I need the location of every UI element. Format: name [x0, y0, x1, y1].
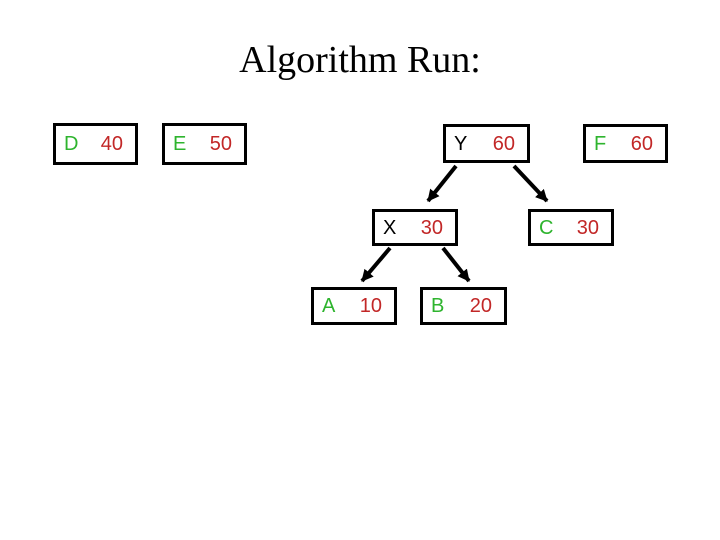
node-value: 10 [359, 295, 382, 317]
node-value: 60 [492, 132, 515, 155]
edge-X-A [360, 246, 392, 283]
node-letter: B [431, 295, 445, 317]
node-value: 50 [209, 133, 232, 155]
slide-title: Algorithm Run: [239, 39, 481, 81]
node-letter: D [64, 133, 79, 155]
tree-node-A: A 10 [311, 287, 397, 325]
edge-Y-X [426, 164, 458, 203]
node-letter: F [594, 132, 607, 155]
node-value: 20 [469, 295, 492, 317]
node-letter: C [539, 216, 554, 239]
node-letter: E [173, 133, 187, 155]
node-value: 30 [576, 216, 599, 239]
node-letter: Y [454, 132, 468, 155]
tree-node-D: D 40 [53, 123, 138, 165]
tree-node-B: B 20 [420, 287, 507, 325]
node-value: 60 [630, 132, 653, 155]
edge-Y-C [512, 164, 549, 203]
node-value: 30 [420, 216, 443, 239]
node-letter: X [383, 216, 397, 239]
node-value: 40 [100, 133, 123, 155]
tree-node-E: E 50 [162, 123, 247, 165]
edge-X-B [441, 246, 471, 283]
tree-node-F: F 60 [583, 124, 668, 163]
tree-node-X: X 30 [372, 209, 458, 246]
tree-node-Y: Y 60 [443, 124, 530, 163]
tree-node-C: C 30 [528, 209, 614, 246]
node-letter: A [322, 295, 336, 317]
